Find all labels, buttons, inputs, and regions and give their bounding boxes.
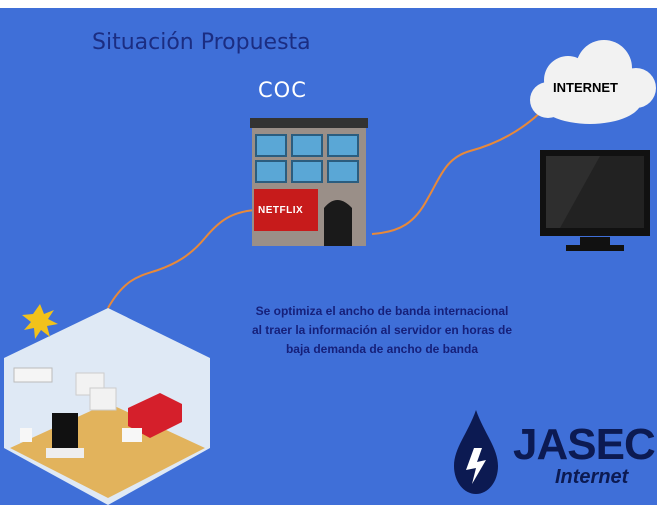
scene-illustration	[4, 40, 656, 505]
caption: Se optimiza el ancho de banda internacio…	[192, 302, 572, 359]
brand-logo-text: JASEC	[513, 420, 656, 469]
cloud-icon	[530, 40, 656, 124]
coc-label: COC	[258, 78, 307, 102]
slide-title: Situación Propuesta	[92, 30, 311, 55]
brand-subtitle: Internet	[555, 466, 629, 488]
sun-icon	[22, 304, 58, 339]
building-icon	[250, 118, 368, 246]
caption-line: al traer la información al servidor en h…	[251, 323, 513, 337]
tv-monitor-icon	[540, 150, 650, 251]
slide: Situación Propuesta COC INTERNET NETFLIX…	[0, 8, 657, 505]
cable-house-to-coc	[107, 209, 256, 309]
cable-coc-to-internet	[371, 107, 546, 235]
water-drop-icon	[454, 410, 498, 494]
building-sign: NETFLIX	[258, 205, 304, 216]
house-room-icon	[4, 308, 210, 505]
caption-line: baja demanda de ancho de banda	[285, 342, 479, 356]
caption-line: Se optimiza el ancho de banda internacio…	[255, 304, 509, 318]
internet-label: INTERNET	[553, 80, 618, 95]
